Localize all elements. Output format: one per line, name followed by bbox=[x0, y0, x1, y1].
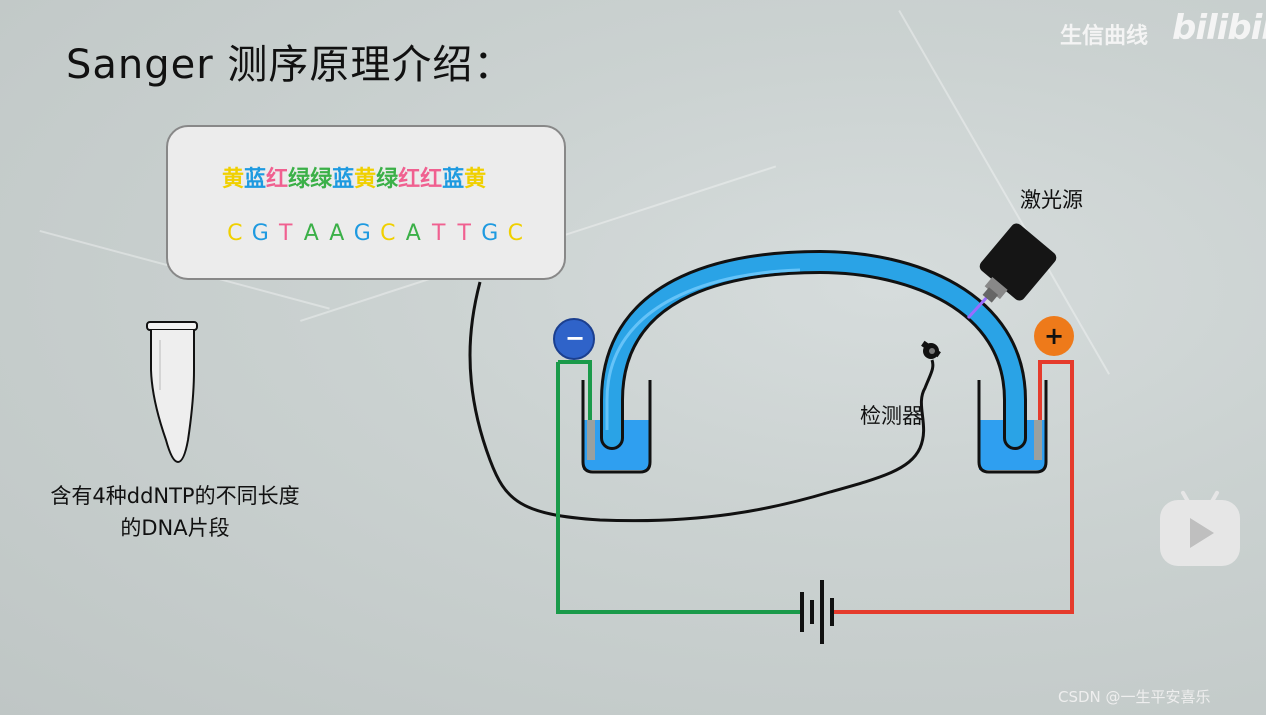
base-letter: A bbox=[329, 221, 345, 246]
battery-icon bbox=[800, 580, 834, 644]
tube-label-line1: 含有4种ddNTP的不同长度 bbox=[50, 484, 300, 508]
base-letter: T bbox=[432, 221, 446, 246]
base-letter: C bbox=[227, 221, 243, 246]
base-letter: A bbox=[405, 221, 421, 246]
detector-cable bbox=[468, 281, 935, 523]
bilibili-logo: bilibili bbox=[1172, 8, 1266, 48]
base-letter: A bbox=[303, 221, 319, 246]
negative-wire-electrode bbox=[558, 360, 592, 440]
capillary-fill bbox=[603, 252, 1024, 447]
color-word: 蓝 bbox=[244, 167, 267, 192]
negative-wire bbox=[556, 362, 802, 614]
color-word: 绿 bbox=[376, 167, 399, 192]
color-word: 黄 bbox=[354, 167, 377, 192]
base-letter: T bbox=[279, 221, 293, 246]
channel-name: 生信曲线 bbox=[1060, 24, 1149, 49]
color-word: 红 bbox=[266, 167, 289, 192]
base-letter: G bbox=[481, 221, 499, 246]
color-sequence: 黄蓝红绿绿蓝黄绿红红蓝黄 bbox=[222, 161, 486, 193]
watermark: CSDN @一生平安喜乐 bbox=[1058, 688, 1211, 706]
base-letter: G bbox=[353, 221, 371, 246]
positive-electrode-icon bbox=[1034, 316, 1074, 356]
color-word: 蓝 bbox=[442, 167, 465, 192]
laser-source-label: 激光源 bbox=[1020, 188, 1083, 212]
color-word: 黄 bbox=[222, 167, 245, 192]
page-title: Sanger 测序原理介绍： bbox=[66, 42, 515, 88]
detector-icon bbox=[921, 340, 941, 359]
play-triangle bbox=[1190, 518, 1214, 548]
positive-sign: + bbox=[1044, 322, 1065, 350]
color-word: 黄 bbox=[464, 167, 487, 192]
microcentrifuge-tube-icon bbox=[146, 321, 198, 464]
color-word: 绿 bbox=[288, 167, 311, 192]
negative-sign: − bbox=[565, 324, 586, 352]
negative-electrode-icon bbox=[553, 318, 595, 360]
laser-beam bbox=[966, 294, 990, 320]
color-word: 绿 bbox=[310, 167, 333, 192]
base-letter: T bbox=[457, 221, 471, 246]
laser-source-icon bbox=[979, 223, 1057, 303]
tube-label-line2: 的DNA片段 bbox=[120, 516, 230, 540]
tube-label: 含有4种ddNTP的不同长度 的DNA片段 bbox=[30, 480, 320, 544]
color-word: 红 bbox=[420, 167, 443, 192]
base-letter: G bbox=[251, 221, 269, 246]
positive-wire bbox=[832, 360, 1074, 614]
play-button-icon[interactable] bbox=[1160, 500, 1240, 566]
color-word: 红 bbox=[398, 167, 421, 192]
base-letter: C bbox=[380, 221, 396, 246]
detector-label: 检测器 bbox=[860, 404, 923, 428]
color-word: 蓝 bbox=[332, 167, 355, 192]
base-letter: C bbox=[507, 221, 523, 246]
